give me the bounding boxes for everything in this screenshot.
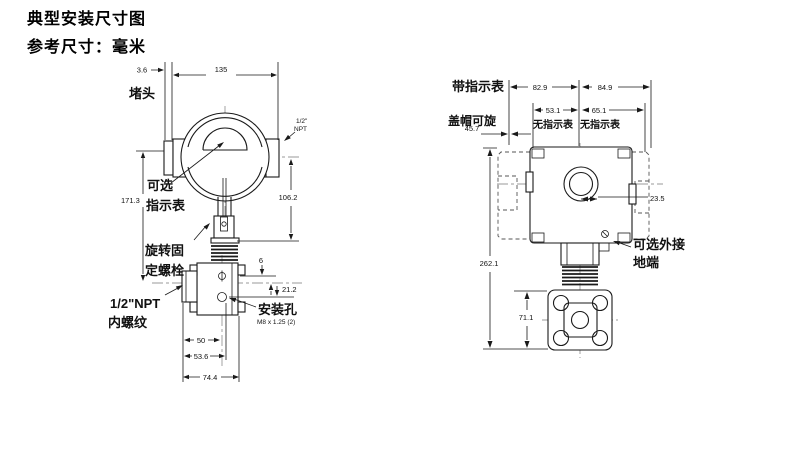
flange-center-port [570, 310, 590, 330]
bolt-housing [213, 215, 235, 239]
flange-center-boss [563, 302, 598, 338]
corner-tab [531, 232, 545, 243]
indicator-dial [202, 127, 248, 151]
dim-center-to-neck: 106.2 [279, 193, 298, 202]
front-view: 3.6 135 堵头 1/2" NPT 可选 指示表 171.3 106.2 旋… [108, 62, 308, 382]
dim-left-no-indicator: 53.1 [546, 106, 561, 115]
label-npt-female-2: 内螺纹 [108, 315, 148, 330]
drawing-title: 典型安装尺寸图 [27, 11, 147, 28]
bolt-head [221, 221, 227, 227]
side-notch-right [628, 183, 637, 205]
label-mounting-hole-spec: M8 x 1.25 (2) [257, 319, 295, 326]
dim-overall-height: 171.3 [121, 196, 140, 205]
ground-bracket [597, 242, 610, 252]
drawing-subtitle: 参考尺寸：毫米 [27, 39, 147, 56]
block-bolt [189, 301, 198, 313]
front-leader-lines [164, 131, 296, 308]
dim-port-to-center: 50 [197, 336, 205, 345]
title-block: 典型安装尺寸图 参考尺寸：毫米 [27, 6, 146, 62]
dim-cap-clearance: 45.7 [465, 124, 480, 133]
indicator-stem [222, 178, 227, 216]
front-extension-lines [136, 62, 299, 382]
process-port [181, 270, 198, 303]
label-optional-indicator-2: 指示表 [146, 198, 186, 213]
block-bolt [237, 301, 246, 313]
dim-body-depth: 53.6 [194, 352, 209, 361]
block-bolt [237, 264, 246, 276]
dim-plug-width: 3.6 [137, 66, 147, 75]
dim-side-overall-height: 262.1 [480, 259, 499, 268]
collar [210, 237, 240, 244]
label-cap-rotation: 盖帽可旋 [448, 113, 497, 128]
side-dimension-lines [481, 86, 648, 248]
dim-hole-spacing: 21.2 [282, 285, 297, 294]
dim-right-no-indicator: 65.1 [592, 106, 607, 115]
dim-hole-offset: 6 [259, 256, 263, 265]
label-npt-conduit-1: 1/2" [296, 118, 308, 125]
label-ground-2: 地端 [633, 255, 659, 270]
flange-bolt-hole [552, 329, 570, 347]
label-optional-indicator-1: 可选 [147, 178, 173, 193]
ground-screw-icon [601, 230, 609, 238]
conduit-port-inner [568, 171, 594, 197]
label-with-indicator: 带指示表 [452, 79, 505, 94]
label-plug: 堵头 [129, 86, 155, 101]
flex-ribs-front [211, 245, 238, 261]
side-neck-lines [566, 243, 594, 265]
flex-ribs-side [562, 266, 598, 286]
label-no-indicator-left: 无指示表 [532, 118, 574, 131]
ground-screw-slot [602, 231, 608, 237]
dim-right-with-indicator: 84.9 [598, 83, 613, 92]
housing-ring-arcs [187, 117, 263, 197]
label-npt-female-1: 1/2"NPT [110, 296, 160, 311]
corner-tab [617, 232, 631, 243]
front-housing-circle [180, 112, 270, 202]
side-neck [560, 242, 600, 266]
dim-overall-depth: 74.4 [203, 373, 218, 382]
cap-envelope-left [497, 151, 530, 240]
dim-conduit-offset: 23.5 [650, 194, 665, 203]
process-flange [547, 289, 613, 351]
neck-lines [217, 197, 232, 216]
label-no-indicator-right: 无指示表 [579, 118, 621, 131]
plug-cap [163, 140, 174, 176]
dim-flange-height: 71.1 [519, 313, 534, 322]
label-rotation-bolt-2: 定螺栓 [144, 263, 184, 278]
flange-bolt-hole [591, 329, 609, 347]
corner-tab [617, 148, 631, 159]
side-extension-lines [483, 80, 652, 350]
label-rotation-bolt-1: 旋转固 [144, 243, 184, 258]
dim-overall-width: 135 [215, 65, 228, 74]
corner-tab [531, 148, 545, 159]
bolt-slot [220, 216, 228, 232]
side-view: 带指示表 82.9 84.9 53.1 65.1 盖帽可旋 45.7 无指示表 … [448, 79, 685, 358]
mounting-hole-lower [217, 292, 227, 302]
dim-left-with-indicator: 82.9 [533, 83, 548, 92]
label-mounting-hole: 安装孔 [258, 302, 297, 317]
label-npt-conduit-2: NPT [294, 126, 307, 133]
side-notch-left [525, 171, 534, 193]
label-ground-1: 可选外接 [633, 237, 685, 252]
